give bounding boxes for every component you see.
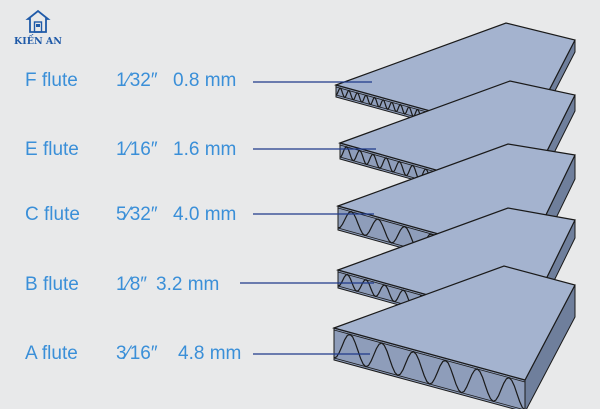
label-a-flute-inch: 3⁄16″ bbox=[116, 343, 158, 364]
board-top-face bbox=[332, 265, 576, 381]
house-logo-icon bbox=[25, 9, 51, 33]
board-bottom-liner bbox=[333, 357, 523, 409]
label-c-flute-name: C flute bbox=[25, 204, 80, 225]
boards-group bbox=[332, 22, 576, 409]
label-c-flute-mm: 4.0 mm bbox=[173, 204, 236, 225]
label-b-flute-name: B flute bbox=[25, 274, 79, 295]
label-a-flute-name: A flute bbox=[25, 343, 78, 364]
label-e-flute-mm: 1.6 mm bbox=[173, 139, 236, 160]
label-f-flute-mm: 0.8 mm bbox=[173, 70, 236, 91]
board-top-liner bbox=[333, 329, 526, 383]
label-f-flute-inch: 1⁄32″ bbox=[116, 70, 158, 91]
label-c-flute-inch: 5⁄32″ bbox=[116, 204, 158, 225]
flute-labels: F flute 1⁄32″ 0.8 mm E flute 1⁄16″ 1.6 m… bbox=[25, 70, 241, 364]
leader-lines bbox=[240, 81, 376, 355]
label-b-flute-mm: 3.2 mm bbox=[156, 274, 219, 295]
label-f-flute-name: F flute bbox=[25, 70, 78, 91]
brand-logo: KIẾN AN bbox=[14, 9, 62, 47]
label-e-flute-name: E flute bbox=[25, 139, 79, 160]
brand-name: KIẾN AN bbox=[14, 34, 62, 47]
label-e-flute-inch: 1⁄16″ bbox=[116, 139, 158, 160]
label-b-flute-inch: 1⁄8″ bbox=[116, 274, 147, 295]
board-a-flute bbox=[332, 265, 576, 409]
label-a-flute-mm: 4.8 mm bbox=[178, 343, 241, 364]
